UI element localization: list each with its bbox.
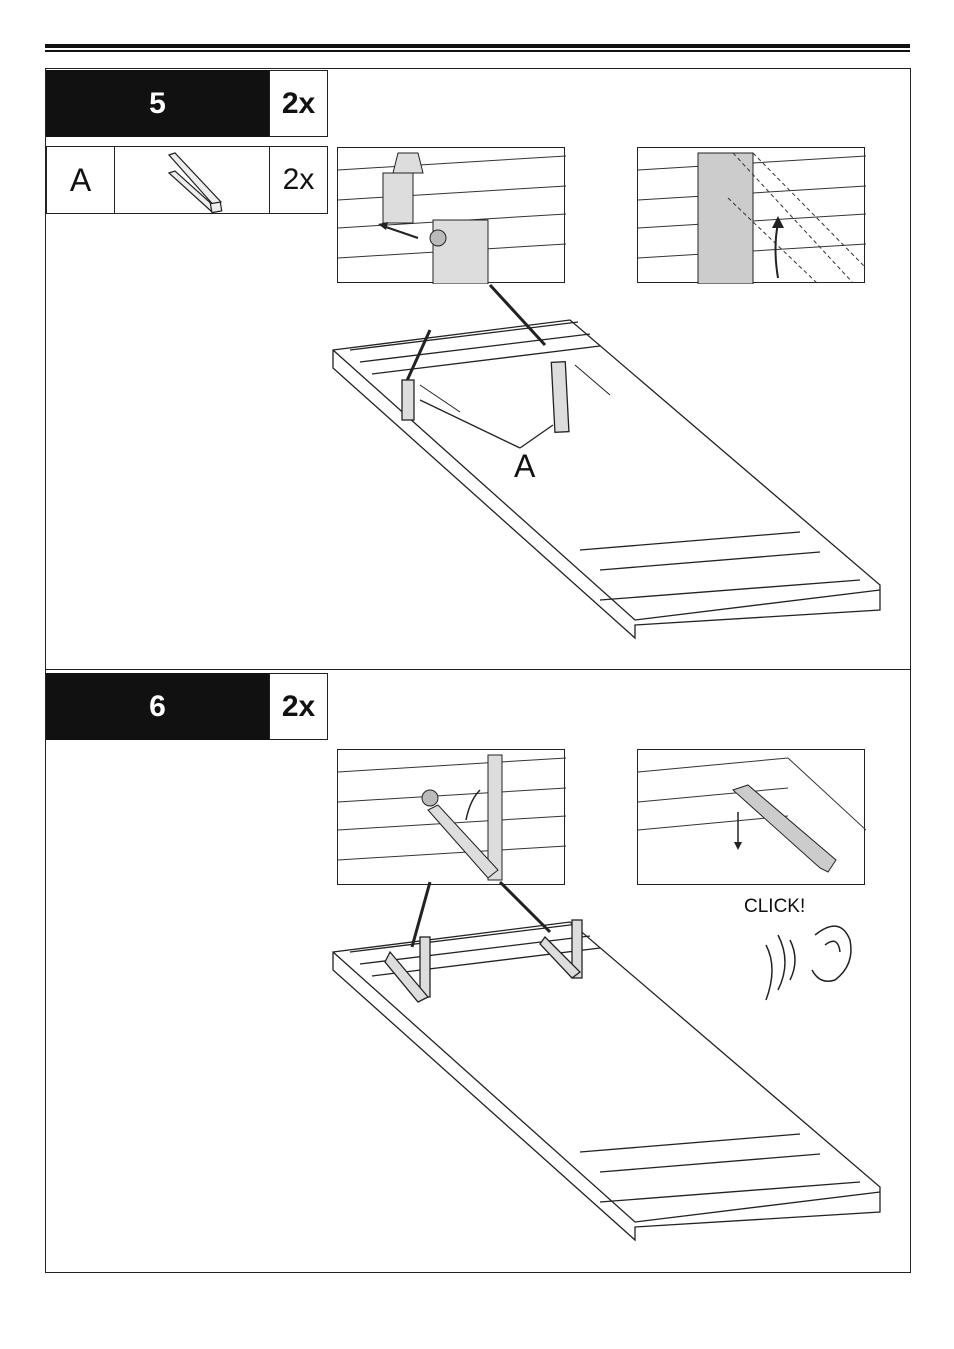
detail-insert-bracket (337, 147, 566, 284)
callout-label-a: A (514, 448, 536, 484)
step-5-number: 5 (46, 70, 269, 137)
part-a-bracket-icon (167, 152, 223, 214)
part-a-quantity: 2x (269, 146, 328, 214)
detail-illustration (638, 152, 866, 284)
part-a-image (114, 146, 270, 214)
detail-illustration (338, 152, 566, 284)
step-6-number: 6 (46, 673, 269, 740)
detail-rotate-bracket (637, 147, 866, 284)
detail-lock-bracket (637, 749, 866, 885)
detail-illustration (638, 757, 866, 873)
step-divider (45, 669, 911, 670)
steps-frame (45, 68, 911, 1273)
detail-raise-bracket (337, 749, 566, 885)
top-rule-thin (45, 50, 910, 52)
click-label: CLICK! (744, 896, 806, 917)
detail-illustration (338, 754, 566, 881)
part-id: A (46, 146, 115, 214)
step-5-quantity: 2x (269, 70, 328, 137)
top-rule (45, 44, 910, 48)
step-6-quantity: 2x (269, 673, 328, 740)
